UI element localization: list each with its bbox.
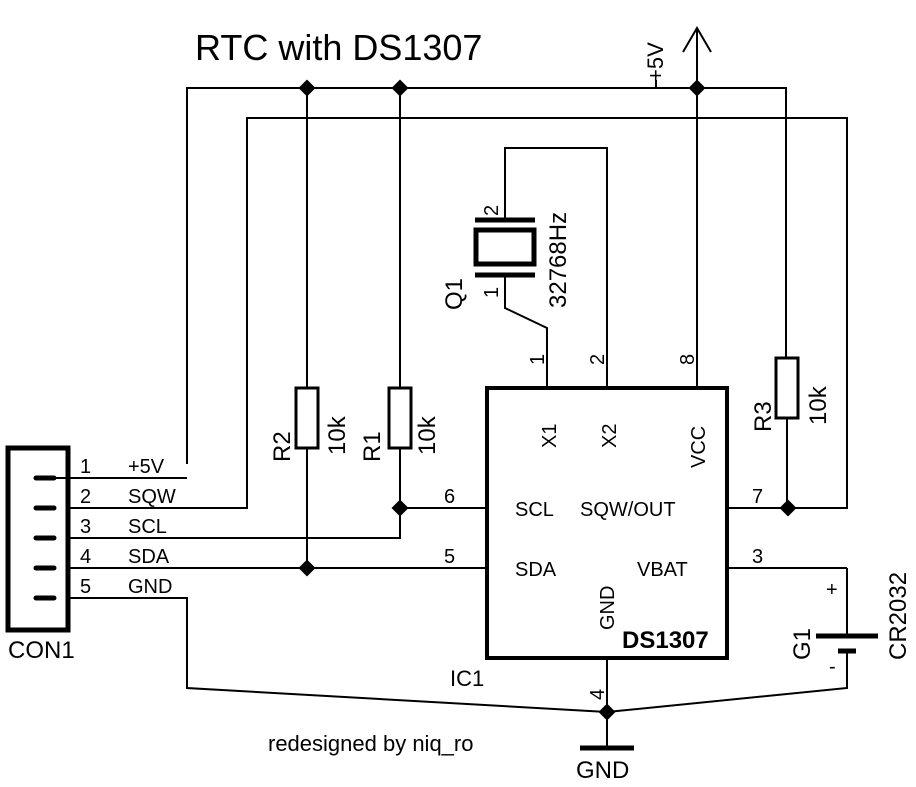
- label: +: [826, 579, 838, 601]
- crystal-icon: [473, 227, 537, 267]
- resistor-icon: [774, 356, 800, 420]
- label: 10k: [324, 415, 351, 455]
- label: G1: [789, 628, 816, 660]
- gnd-wire: [68, 597, 848, 714]
- label: VCC: [688, 426, 710, 468]
- pin-name: SDA: [128, 546, 170, 568]
- pin-name: +5V: [128, 456, 165, 478]
- connector-ref: CON1: [8, 637, 75, 664]
- label: X1: [539, 424, 561, 448]
- label: SDA: [515, 559, 557, 581]
- label: 10k: [805, 385, 832, 425]
- label: 10k: [414, 415, 441, 455]
- label: Q1: [441, 278, 468, 310]
- scl-wire: [68, 507, 487, 539]
- label: CR2032: [885, 572, 912, 660]
- label: 1: [481, 287, 503, 298]
- junction-dot: [688, 79, 706, 97]
- label: 8: [677, 354, 699, 365]
- sqw-wire: [68, 117, 848, 509]
- label: 32768Hz: [545, 212, 572, 308]
- label: R2: [269, 431, 296, 462]
- ic-ds1307: 1 2 8 6 5 7 3 4 X1 X2 VCC SCL SQW/OUT SD…: [444, 354, 847, 700]
- resistor-r1: R1 10k: [359, 88, 441, 508]
- gnd-label: GND: [576, 757, 629, 784]
- credit: redesigned by niq_ro: [268, 731, 473, 756]
- label: X2: [599, 424, 621, 448]
- resistor-icon: [294, 386, 320, 450]
- title: RTC with DS1307: [195, 27, 482, 68]
- pin-name: SQW: [128, 486, 176, 508]
- crystal-q1: 2 1 Q1 32768Hz: [441, 147, 608, 388]
- pin-num: 1: [80, 456, 91, 478]
- pin-name: SCL: [128, 516, 167, 538]
- label: GND: [597, 586, 619, 630]
- label: 7: [752, 486, 763, 508]
- junction-dot: [598, 703, 616, 721]
- vcc-label: +5V: [643, 42, 668, 82]
- resistor-icon: [387, 386, 413, 450]
- label: R3: [750, 401, 777, 432]
- label: 5: [444, 546, 455, 568]
- vcc-rail: +5V: [186, 26, 787, 464]
- label: SCL: [515, 499, 554, 521]
- label: 2: [587, 354, 609, 365]
- label: 3: [752, 546, 763, 568]
- label: VBAT: [637, 559, 688, 581]
- label: SQW/OUT: [580, 499, 676, 521]
- pin-num: 4: [80, 546, 91, 568]
- label: -: [829, 656, 836, 678]
- pin-name: GND: [128, 576, 172, 598]
- pin-num: 5: [80, 576, 91, 598]
- label: DS1307: [622, 627, 709, 654]
- pin-num: 3: [80, 516, 91, 538]
- label: 6: [444, 486, 455, 508]
- power-arrow-icon: [682, 26, 712, 53]
- resistor-r3: R3 10k: [750, 356, 832, 508]
- label: 2: [481, 205, 503, 216]
- resistor-r2: R2 10k: [269, 88, 351, 568]
- battery-g1: + - G1 CR2032: [789, 568, 912, 688]
- label: 4: [587, 689, 609, 700]
- label: 1: [527, 354, 549, 365]
- pin-num: 2: [80, 486, 91, 508]
- label: IC1: [450, 666, 484, 691]
- label: R1: [359, 431, 386, 462]
- connector-con1: CON1 1 2 3 4 5 +5V SQW SCL SDA GND: [5, 445, 187, 664]
